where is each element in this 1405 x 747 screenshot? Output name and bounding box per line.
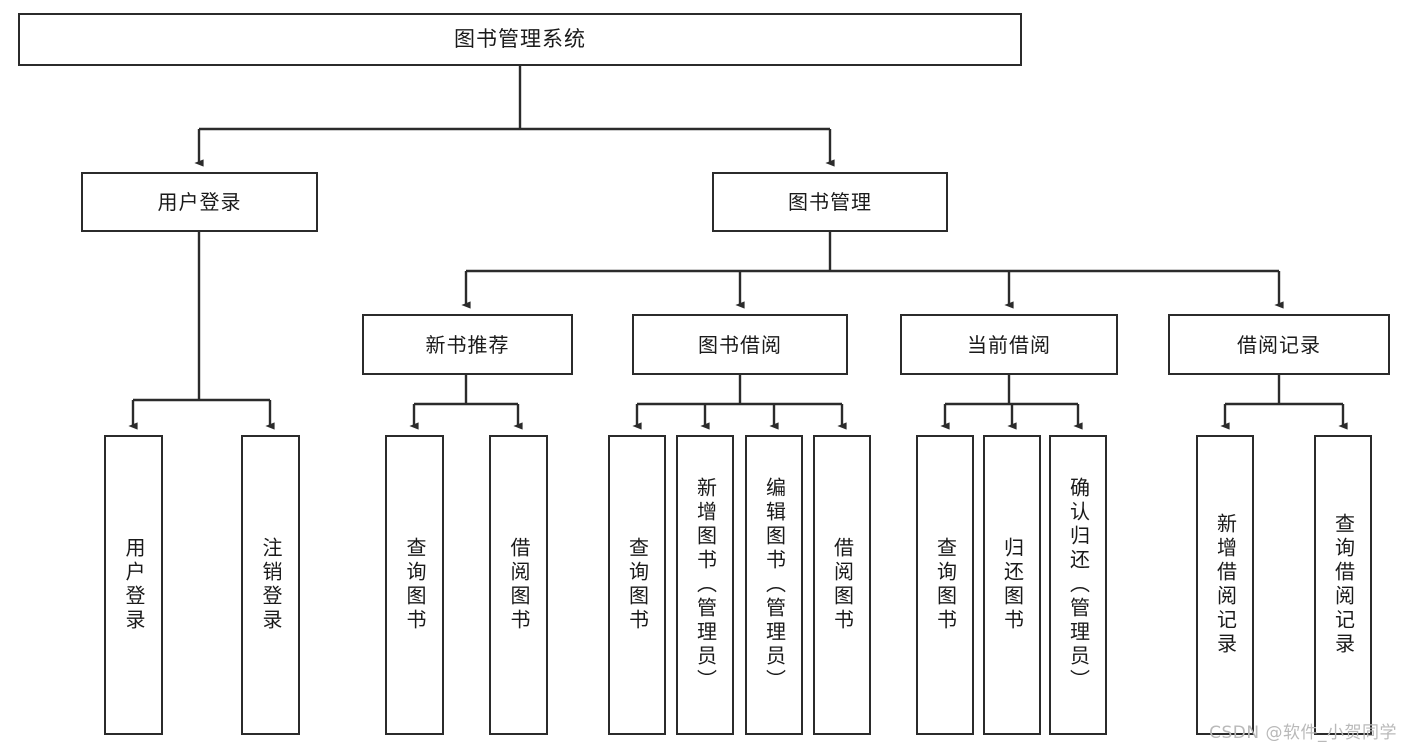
leaf-book-borrow-query-books[interactable]: 查询图书	[608, 435, 666, 735]
leaf-current-borrow-return-books[interactable]: 归还图书	[983, 435, 1041, 735]
node-new-book-recommend[interactable]: 新书推荐	[362, 314, 573, 375]
leaf-current-borrow-confirm-return-admin[interactable]: 确认归还（管理员）	[1049, 435, 1107, 735]
leaf-book-borrow-borrow-books[interactable]: 借阅图书	[813, 435, 871, 735]
node-label: 用户登录	[157, 190, 242, 214]
leaf-new-book-borrow-books[interactable]: 借阅图书	[489, 435, 548, 735]
node-book-borrow[interactable]: 图书借阅	[632, 314, 848, 375]
node-root-book-management-system[interactable]: 图书管理系统	[18, 13, 1022, 66]
node-label: 新增借阅记录	[1213, 513, 1238, 657]
leaf-user-login-signout[interactable]: 注销登录	[241, 435, 300, 735]
watermark-text: CSDN @软件_小贺同学	[1209, 723, 1397, 743]
node-label: 注销登录	[259, 537, 283, 633]
node-label: 编辑图书（管理员）	[762, 477, 787, 693]
leaf-book-borrow-edit-book-admin[interactable]: 编辑图书（管理员）	[745, 435, 803, 735]
node-borrow-record[interactable]: 借阅记录	[1168, 314, 1390, 375]
node-label: 查询图书	[933, 537, 958, 633]
node-label: 用户登录	[122, 537, 146, 633]
node-label: 新增图书（管理员）	[693, 477, 718, 693]
node-label: 图书管理	[788, 190, 872, 214]
leaf-borrow-record-add-record[interactable]: 新增借阅记录	[1196, 435, 1254, 735]
node-label: 图书管理系统	[454, 26, 586, 51]
node-label: 查询借阅记录	[1331, 513, 1356, 657]
node-label: 查询图书	[403, 537, 427, 633]
node-label: 借阅图书	[830, 537, 855, 633]
node-book-management[interactable]: 图书管理	[712, 172, 948, 232]
leaf-new-book-query-books[interactable]: 查询图书	[385, 435, 444, 735]
leaf-current-borrow-query-books[interactable]: 查询图书	[916, 435, 974, 735]
node-label: 图书借阅	[698, 332, 782, 357]
node-current-borrow[interactable]: 当前借阅	[900, 314, 1118, 375]
node-label: 新书推荐	[425, 332, 510, 357]
node-label: 借阅记录	[1237, 332, 1321, 357]
leaf-book-borrow-add-book-admin[interactable]: 新增图书（管理员）	[676, 435, 734, 735]
node-label: 归还图书	[1000, 537, 1025, 633]
node-user-login[interactable]: 用户登录	[81, 172, 318, 232]
leaf-user-login-signin[interactable]: 用户登录	[104, 435, 163, 735]
node-label: 确认归还（管理员）	[1066, 477, 1091, 693]
node-label: 借阅图书	[507, 537, 531, 633]
leaf-borrow-record-query-record[interactable]: 查询借阅记录	[1314, 435, 1372, 735]
node-label: 当前借阅	[967, 332, 1051, 357]
node-label: 查询图书	[625, 537, 650, 633]
